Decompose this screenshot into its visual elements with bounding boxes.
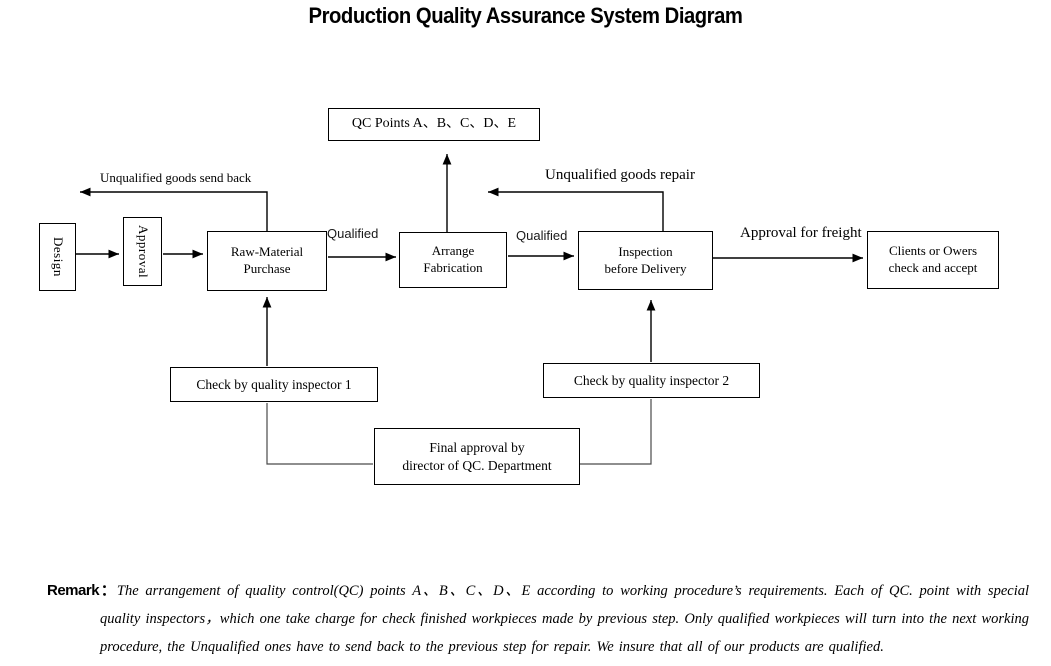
node-design-label: Design: [50, 237, 66, 277]
node-raw-material-line1: Raw-Material: [230, 244, 304, 260]
node-arrange-line2: Fabrication: [423, 260, 483, 275]
node-qc-points: QC Points A、B、C、D、E: [328, 108, 540, 141]
node-clients-line1: Clients or Owers: [888, 243, 978, 259]
node-clients-check-accept: Clients or Owers check and accept: [867, 231, 999, 289]
node-inspector2-label: Check by quality inspector 2: [573, 372, 730, 388]
node-arrange-line1: Arrange: [431, 243, 475, 259]
label-qualified-1: Qualified: [327, 226, 379, 241]
remark-paragraph: Remark：The arrangement of quality contro…: [47, 577, 1029, 661]
node-final-approval: Final approval by director of QC. Depart…: [374, 428, 580, 485]
node-inspection-line2: before Delivery: [604, 260, 687, 276]
line-inspector2-to-final-approval: [579, 399, 652, 465]
node-inspection-before-delivery: Inspection before Delivery: [578, 231, 713, 290]
remark-label: Remark：: [47, 582, 117, 599]
node-raw-material-line2: Purchase: [243, 261, 291, 276]
node-raw-material-purchase: Raw-Material Purchase: [207, 231, 327, 291]
node-inspector1-label: Check by quality inspector 1: [196, 376, 352, 392]
label-unqualified-send-back: Unqualified goods send back: [100, 170, 252, 185]
label-unqualified-repair: Unqualified goods repair: [545, 167, 695, 183]
remark-text: The arrangement of quality control(QC) p…: [100, 583, 1029, 655]
node-final-approval-line2: director of QC. Department: [402, 457, 552, 473]
line-inspector1-to-final-approval: [266, 403, 373, 465]
node-approval-label: Approval: [135, 224, 151, 279]
page-title: Production Quality Assurance System Diag…: [308, 3, 743, 28]
node-design: Design: [39, 223, 76, 291]
label-approval-for-freight: Approval for freight: [740, 225, 862, 241]
label-qualified-2: Qualified: [516, 228, 568, 243]
node-approval: Approval: [123, 217, 162, 286]
node-qc-points-label: QC Points A、B、C、D、E: [351, 116, 517, 132]
node-inspection-line1: Inspection: [618, 243, 673, 259]
node-check-inspector-2: Check by quality inspector 2: [543, 363, 760, 398]
node-final-approval-line1: Final approval by: [429, 439, 525, 455]
arrow-unqualified-repair: [488, 187, 664, 231]
arrow-unqualified-send-back: [80, 187, 268, 231]
node-check-inspector-1: Check by quality inspector 1: [170, 367, 378, 402]
node-arrange-fabrication: Arrange Fabrication: [399, 232, 507, 288]
node-clients-line2: check and accept: [888, 260, 978, 275]
